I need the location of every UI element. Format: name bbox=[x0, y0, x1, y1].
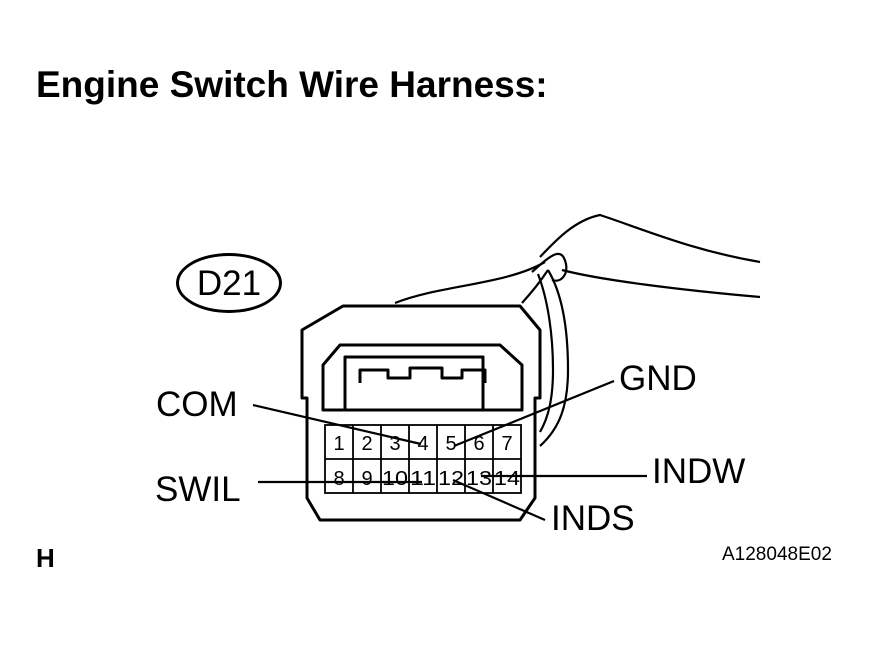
wire-harness bbox=[394, 213, 761, 447]
pin-3: 3 bbox=[389, 433, 400, 455]
label-swil: SWIL bbox=[155, 470, 241, 509]
leader-gnd bbox=[453, 379, 615, 448]
pin-12: 12 bbox=[438, 468, 464, 490]
connector-id: D21 bbox=[196, 263, 262, 303]
leader-inds bbox=[452, 478, 546, 522]
pin-10: 10 bbox=[382, 468, 408, 490]
label-gnd: GND bbox=[619, 359, 697, 398]
pin-6: 6 bbox=[473, 433, 484, 455]
leader-lines bbox=[252, 379, 647, 522]
connector-id-badge: D21 bbox=[176, 253, 282, 313]
pin-7: 7 bbox=[501, 433, 512, 455]
figure-id: A128048E02 bbox=[722, 544, 832, 565]
pin-4: 4 bbox=[417, 433, 428, 455]
leader-com bbox=[252, 403, 422, 446]
pin-row-1: 1 2 3 4 5 6 7 bbox=[333, 433, 512, 455]
page-title: Engine Switch Wire Harness: bbox=[36, 64, 548, 105]
pin-9: 9 bbox=[361, 468, 372, 490]
label-com: COM bbox=[156, 385, 238, 424]
pin-1: 1 bbox=[333, 433, 344, 455]
pin-row-2: 8 9 10 11 12 13 14 bbox=[333, 468, 520, 490]
label-indw: INDW bbox=[652, 452, 746, 491]
pin-8: 8 bbox=[333, 468, 344, 490]
pin-5: 5 bbox=[445, 433, 456, 455]
view-code: H bbox=[36, 543, 55, 573]
pin-13: 13 bbox=[466, 468, 492, 490]
connector-housing bbox=[300, 304, 542, 522]
pin-11: 11 bbox=[410, 468, 436, 490]
pin-2: 2 bbox=[361, 433, 372, 455]
pin-14: 14 bbox=[494, 468, 520, 490]
label-inds: INDS bbox=[551, 499, 635, 538]
